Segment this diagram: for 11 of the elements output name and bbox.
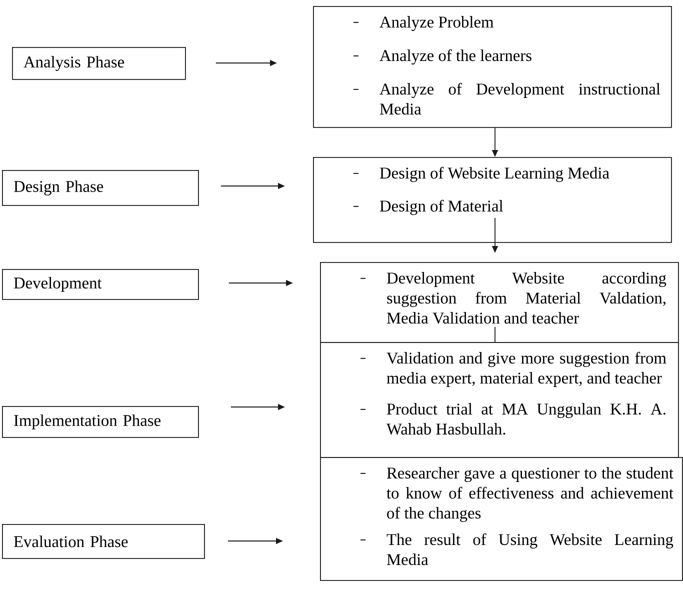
- list-box: Validation and give more suggestion from media expert, material expert, and teacher Product trial at MA Unggulan K.H. A. Wahab Hasbullah.: [320, 342, 679, 458]
- phase-box: Design Phase: [2, 170, 199, 206]
- phase-box: Development: [2, 269, 199, 300]
- list-box: Design of Website Learning Media Design of Material: [313, 157, 672, 243]
- list-box: Development Website according suggestion from Material Valdation, Media Validation and teacher: [320, 262, 679, 343]
- phase-box: Evaluation Phase: [2, 524, 205, 559]
- connector-line: [494, 326, 496, 342]
- list-box: Researcher gave a questioner to the student to know of effectiveness and achievement of the changes The result of Using Website Learning Media: [320, 457, 683, 581]
- phase-box: Implementation Phase: [2, 406, 199, 438]
- list-box: Analyze Problem Analyze of the learners Analyze of Development instructional Media: [313, 6, 672, 128]
- phase-box: Analysis Phase: [12, 47, 186, 80]
